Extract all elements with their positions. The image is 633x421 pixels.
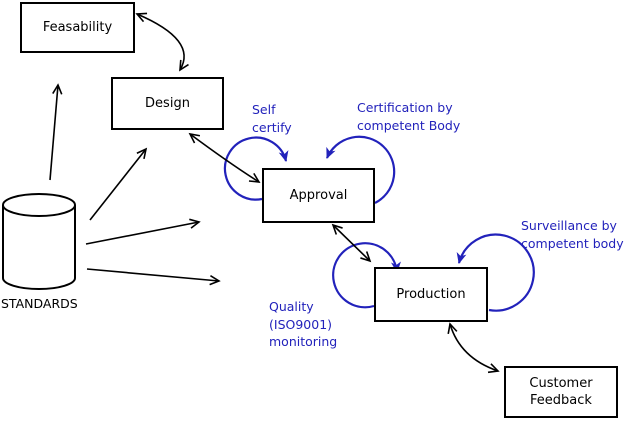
box-feasability: Feasability (20, 2, 135, 53)
arrow-approval-production (331, 223, 372, 263)
box-approval: Approval (262, 168, 375, 223)
annotation-self-certify: Self certify (252, 102, 292, 135)
loop-surveillance (456, 233, 535, 312)
arrow-design-approval (188, 132, 261, 183)
arrow-standards-to-design (89, 147, 148, 221)
standards-label: STANDARDS (1, 296, 78, 311)
arrow-standards-to-approval (85, 218, 201, 245)
loop-certification (325, 135, 396, 204)
annotation-certification: Certification by competent Body (357, 100, 461, 133)
box-customer-feedback: Customer Feedback (504, 366, 618, 418)
annotation-quality-monitoring: Quality (ISO9001) monitoring (269, 299, 338, 349)
arrow-standards-to-feasability (49, 83, 63, 181)
box-design: Design (111, 77, 224, 130)
arrow-production-customer-feedback (447, 322, 500, 374)
box-production: Production (374, 267, 488, 322)
arrow-standards-to-production (86, 268, 221, 286)
annotation-surveillance: Surveillance by competent body (521, 218, 624, 251)
standards-cylinder (2, 193, 76, 290)
arrow-feasability-design (135, 12, 189, 72)
